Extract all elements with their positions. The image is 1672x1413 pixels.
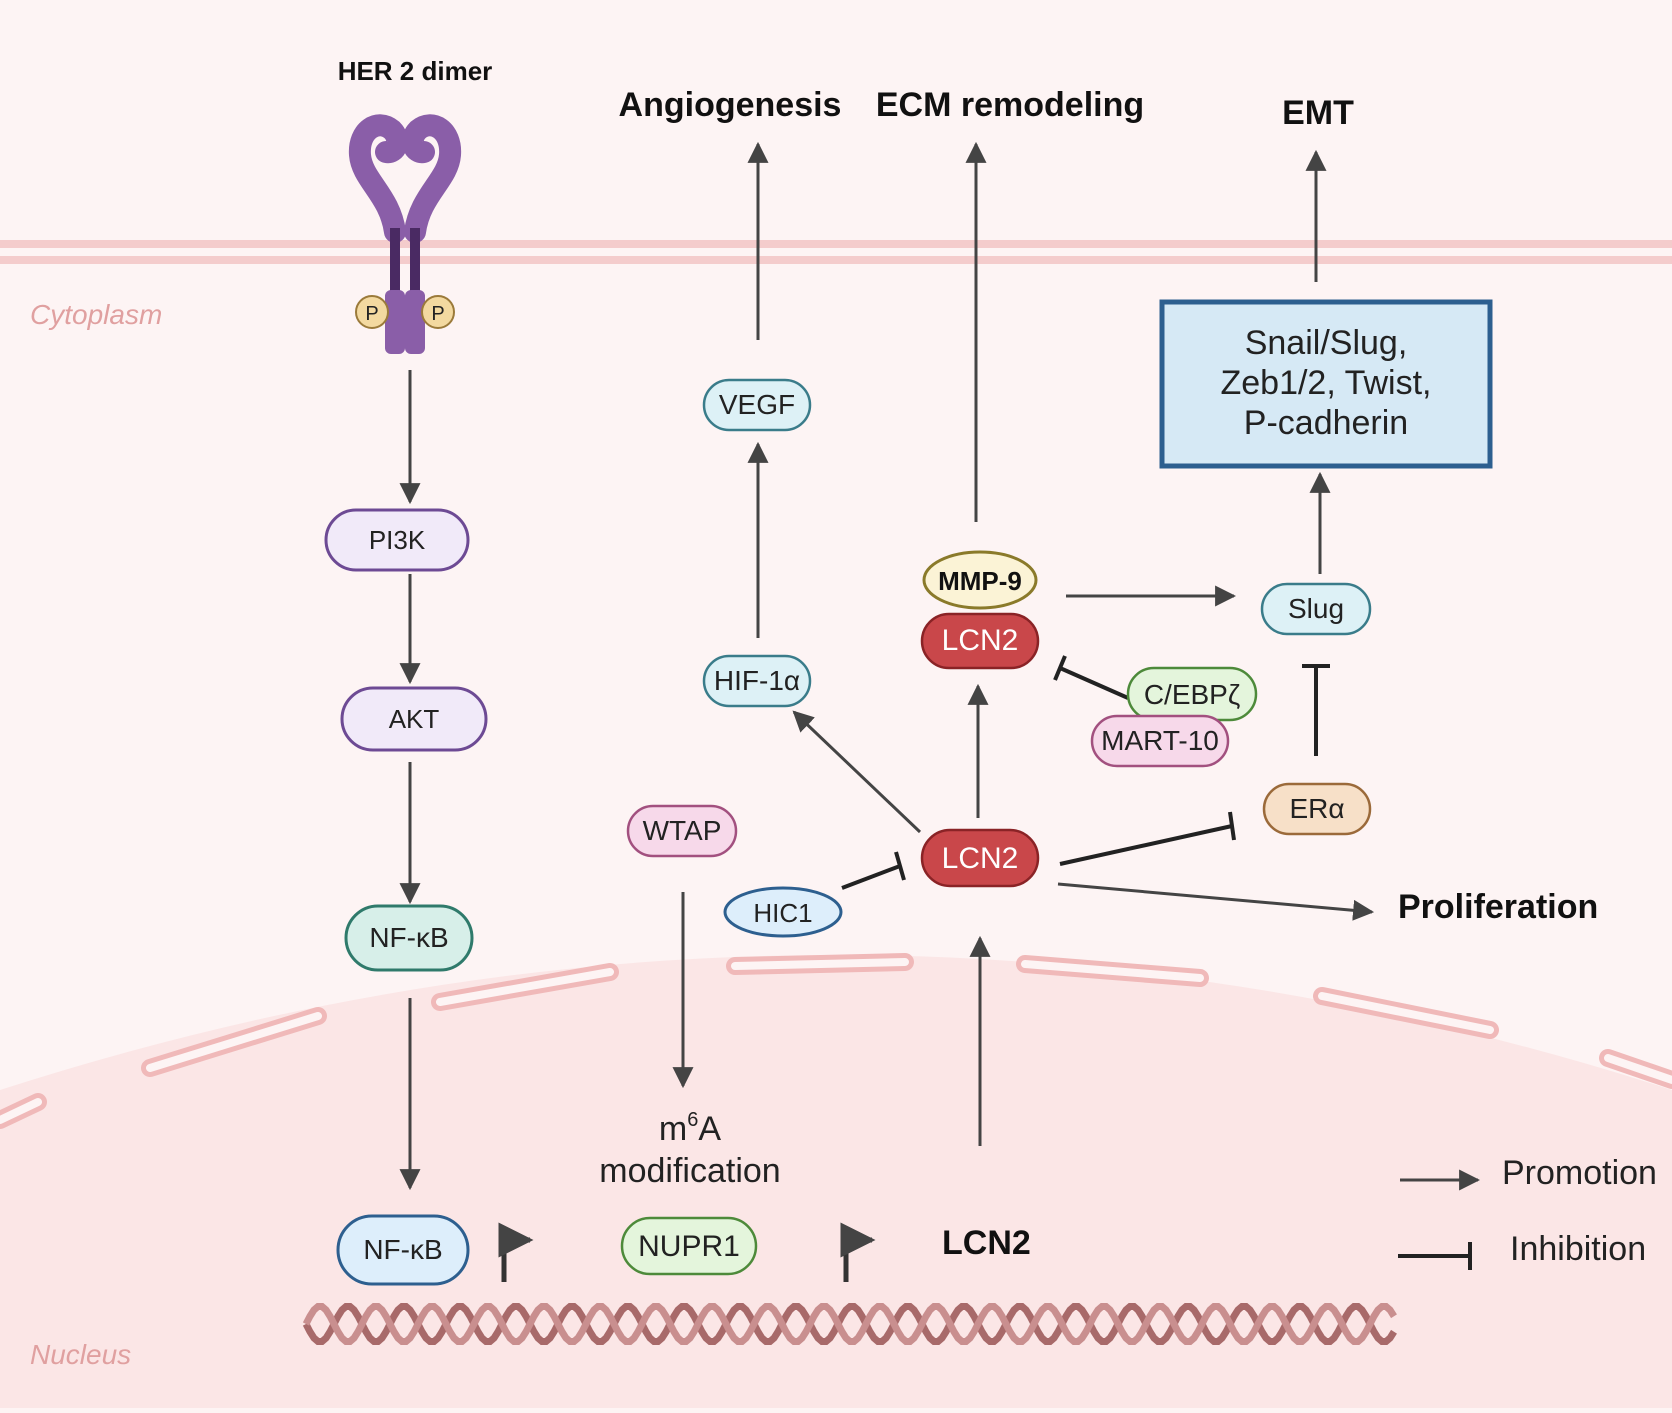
emt-box-line3: P-cadherin — [1244, 404, 1408, 442]
her2-label: HER 2 dimer — [338, 56, 493, 86]
inhibit-cebp-lcn2 — [1059, 666, 1129, 700]
nupr1-label: NUPR1 — [638, 1230, 740, 1263]
emt-box-line2: Zeb1/2, Twist, — [1220, 364, 1431, 402]
plasma-membrane — [0, 240, 1672, 264]
era-node: ERα — [1262, 782, 1372, 836]
arrow-lcn2-proliferation — [1057, 882, 1375, 921]
slug-label: Slug — [1288, 593, 1344, 624]
akt-node: AKT — [340, 686, 488, 752]
inhibit-hic1-lcn2 — [841, 864, 901, 890]
emt-factor-box: Snail/Slug, Zeb1/2, Twist, P-cadherin — [1159, 299, 1493, 469]
wtap-label: WTAP — [643, 815, 722, 846]
phospho-right-label: P — [431, 303, 444, 325]
her2-dimer-icon — [348, 114, 462, 354]
transcription-arrow-lcn2 — [840, 1222, 876, 1282]
mart10-label: MART-10 — [1101, 725, 1219, 756]
m6a-tail: A — [698, 1110, 721, 1148]
hif1a-node: HIF-1α — [702, 654, 812, 708]
cebp-label: C/EBPζ — [1144, 679, 1240, 710]
nucleus-label: Nucleus — [30, 1339, 131, 1370]
wtap-node: WTAP — [626, 804, 738, 858]
slug-node: Slug — [1260, 582, 1372, 636]
nucleus-region — [0, 955, 1672, 1408]
legend-promotion-label: Promotion — [1502, 1154, 1657, 1192]
hif1a-label: HIF-1α — [714, 665, 800, 696]
arrow-lcn2-hif1a — [792, 710, 922, 834]
inhibit-hic1-lcn2-bar — [894, 851, 906, 881]
cebp-node: C/EBPζ — [1126, 666, 1258, 722]
nuclear-envelope-inner — [0, 958, 1672, 1124]
nfkb-cytoplasm-node: NF-κB — [344, 904, 474, 972]
mmp9-node: MMP-9 — [922, 550, 1038, 610]
nfkb-nucleus-label: NF-κB — [363, 1234, 442, 1265]
nfkb-nucleus-node: NF-κB — [336, 1214, 470, 1286]
akt-label: AKT — [389, 704, 440, 734]
pi3k-label: PI3K — [369, 525, 426, 555]
hic1-label: HIC1 — [753, 898, 812, 928]
cytoplasm-label: Cytoplasm — [30, 299, 162, 330]
inhibit-lcn2-era-bar — [1228, 811, 1236, 841]
emt-label: EMT — [1282, 94, 1354, 132]
angiogenesis-label: Angiogenesis — [619, 86, 842, 124]
inhibit-cebp-lcn2-bar — [1053, 655, 1067, 681]
nfkb-cytoplasm-label: NF-κB — [369, 922, 448, 953]
inhibition-lines — [841, 655, 1472, 1270]
dna-strand-1 — [302, 1303, 1397, 1345]
lcn2-upper-label: LCN2 — [942, 624, 1019, 657]
dna-strand-2 — [302, 1303, 1397, 1345]
m6a-modification-label: modification — [599, 1152, 780, 1190]
m6a-label: m6A — [659, 1109, 721, 1148]
lcn2-center-node: LCN2 — [920, 828, 1040, 888]
transcription-arrow-nupr1 — [498, 1222, 534, 1282]
hic1-node: HIC1 — [723, 886, 843, 938]
promotion-arrows — [399, 141, 1481, 1191]
proliferation-label: Proliferation — [1398, 888, 1598, 926]
phospho-left-label: P — [365, 303, 378, 325]
vegf-node: VEGF — [702, 378, 812, 432]
inhibit-lcn2-era — [1059, 824, 1233, 866]
pi3k-node: PI3K — [324, 508, 470, 572]
mart10-node: MART-10 — [1090, 714, 1230, 768]
legend-inhibition-label: Inhibition — [1510, 1230, 1646, 1268]
ecm-remodeling-label: ECM remodeling — [876, 86, 1144, 124]
dna-helix — [302, 1303, 1397, 1345]
transcription-arrows — [498, 1222, 876, 1282]
m6a-main: m — [659, 1110, 687, 1148]
m6a-superscript: 6 — [687, 1109, 698, 1131]
mmp9-label: MMP-9 — [938, 566, 1022, 596]
lcn2-gene-label: LCN2 — [942, 1224, 1031, 1262]
vegf-label: VEGF — [719, 389, 795, 420]
lcn2-center-label: LCN2 — [942, 842, 1019, 875]
nupr1-node: NUPR1 — [620, 1216, 758, 1276]
phospho-right: P — [421, 295, 455, 329]
phospho-left: P — [355, 295, 389, 329]
emt-box-line1: Snail/Slug, — [1245, 324, 1408, 362]
lcn2-upper-node: LCN2 — [920, 612, 1040, 670]
era-label: ERα — [1289, 793, 1344, 824]
